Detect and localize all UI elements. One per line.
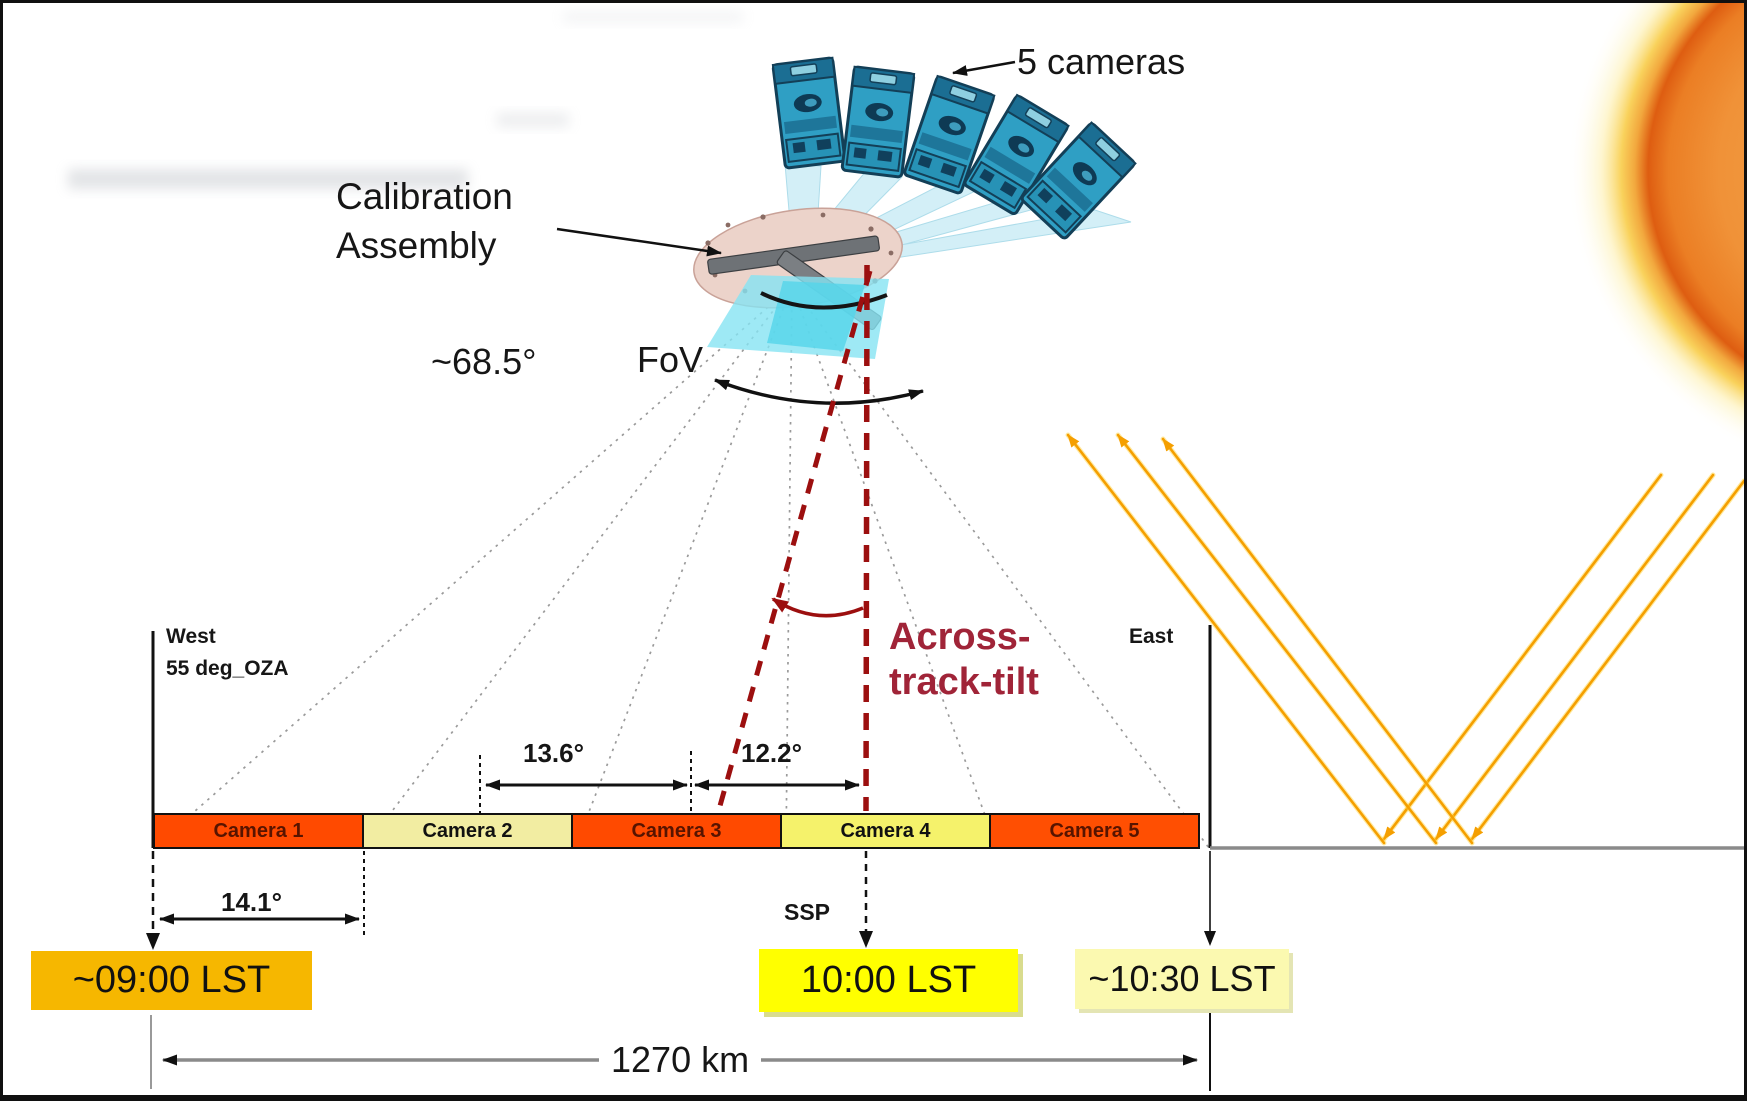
camera-3-swath: Camera 3	[571, 813, 782, 849]
five-cameras-label: 5 cameras	[1017, 41, 1186, 82]
calibration-assembly-label: Calibration Assembly	[336, 176, 513, 266]
sun-icon	[1567, 3, 1744, 448]
angle-14-1-label: 14.1°	[221, 887, 283, 917]
camera-4-swath: Camera 4	[780, 813, 991, 849]
ssp-arrowhead	[859, 931, 873, 948]
lst-west-badge: ~09:00 LST	[31, 951, 312, 1010]
light-cone	[707, 275, 889, 359]
camera-icon	[963, 93, 1070, 216]
faint-smudge	[68, 169, 468, 189]
angle-12-2-label: 12.2°	[741, 738, 803, 768]
fov-angle-value: ~68.5°	[431, 341, 537, 382]
angle-13-6-label: 13.6°	[523, 738, 585, 768]
lst-ssp-badge: 10:00 LST	[759, 949, 1018, 1012]
camera-2-swath: Camera 2	[362, 813, 573, 849]
incoming-sun-rays	[1381, 472, 1744, 842]
west-arrowhead	[146, 933, 160, 950]
faint-smudge	[497, 113, 569, 127]
west-oza-label: West 55 deg_OZA	[166, 625, 289, 680]
camera-swath-row: Camera 1 Camera 2 Camera 3 Camera 4 Came…	[153, 813, 1200, 849]
reflected-ray	[1116, 433, 1438, 845]
camera-icon	[903, 74, 996, 195]
camera-1-swath: Camera 1	[153, 813, 364, 849]
sun-ray	[1470, 479, 1744, 841]
dimension-ticks	[363, 751, 692, 935]
view-fan-line	[791, 285, 998, 849]
ssp-label: SSP	[784, 899, 831, 925]
diagram-canvas	[68, 3, 1744, 1091]
sun-ray	[1434, 473, 1715, 841]
sun-ray	[1382, 473, 1663, 841]
camera-cluster	[771, 56, 1137, 240]
reflected-sun-rays	[1065, 432, 1475, 846]
five-cameras-arrow	[952, 60, 1016, 76]
faint-smudge	[563, 11, 743, 23]
camera-icon	[840, 65, 916, 179]
east-label: East	[1129, 625, 1174, 648]
assembly-hook	[760, 291, 888, 310]
fov-label: FoV	[637, 339, 704, 380]
swath-distance-label: 1270 km	[599, 1039, 762, 1081]
view-fan-line	[791, 285, 1210, 849]
east-arrowhead	[1204, 931, 1216, 946]
reflected-ray	[1161, 437, 1474, 845]
across-track-tilt-arc	[771, 597, 864, 618]
camera-icon	[1020, 121, 1137, 240]
camera-icon	[771, 56, 847, 170]
calibration-assembly-arrow	[556, 227, 722, 257]
nadir-dashed-line	[863, 264, 870, 812]
tilt-dashed-line	[715, 270, 873, 814]
lst-east-badge: ~10:30 LST	[1075, 949, 1289, 1009]
camera-5-swath: Camera 5	[989, 813, 1200, 849]
view-fan-line	[152, 285, 793, 849]
across-track-tilt-label: Across- track-tilt	[889, 616, 1039, 703]
view-fan-line	[363, 285, 793, 849]
fov-arc	[714, 378, 924, 405]
reflected-ray	[1066, 433, 1386, 845]
